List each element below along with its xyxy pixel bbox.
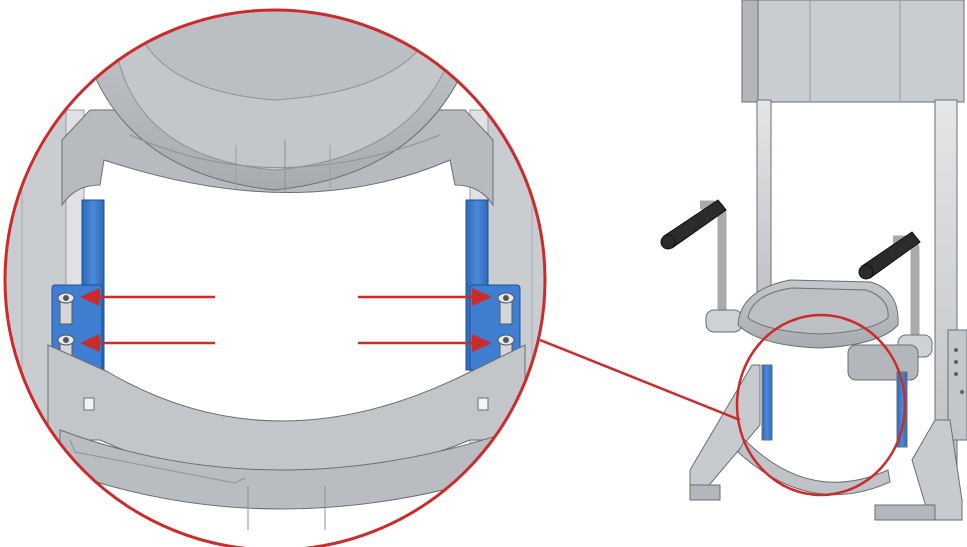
blue-adjustment-rail-right-small <box>896 371 908 448</box>
chair-assembly <box>660 0 967 521</box>
callout-leader-line <box>539 338 741 422</box>
chair-frame-uprights <box>756 99 967 521</box>
footplate-frame-small <box>689 364 963 521</box>
chair-backrest <box>741 0 965 103</box>
arrow-right-upper <box>358 288 492 306</box>
arrow-left-lower <box>80 334 215 352</box>
left-handle <box>660 199 743 333</box>
callout-arrows <box>80 288 492 352</box>
arrow-right-lower <box>358 334 492 352</box>
bolt-left-upper <box>57 292 75 325</box>
seat-cushion-detail <box>61 10 494 207</box>
magnified-detail <box>5 10 545 547</box>
bolt-right-upper <box>497 292 515 325</box>
callout-target-ring <box>735 313 907 497</box>
blue-adjustment-rail-left-small <box>761 364 773 441</box>
right-handle <box>858 231 933 358</box>
magnifier-outline <box>3 8 547 547</box>
arrow-left-upper <box>80 288 215 306</box>
